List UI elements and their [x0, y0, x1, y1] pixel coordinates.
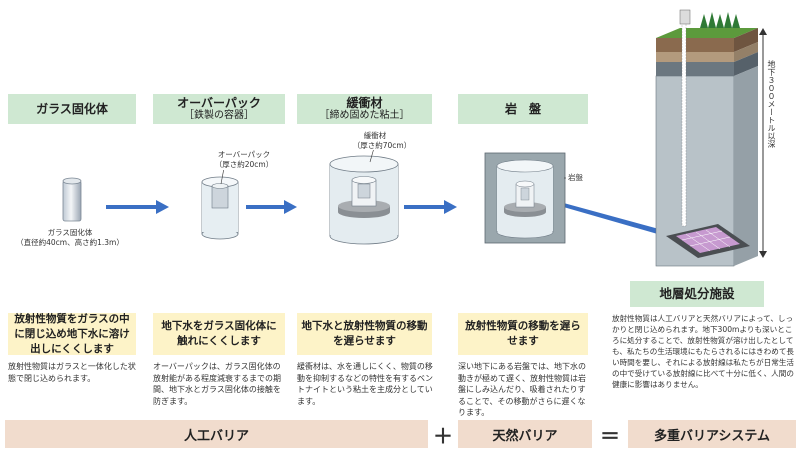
stage-header-rock: 岩 盤 [458, 94, 588, 124]
arrow-right-icon [246, 200, 297, 214]
facility-title: 地層処分施設 [630, 281, 764, 307]
stage-title: 岩 盤 [504, 102, 541, 116]
plus-sign: ＋ [433, 423, 453, 448]
stage-title: ガラス固化体 [36, 102, 108, 116]
glass-canister-icon [62, 177, 82, 222]
buffer-container-icon [329, 150, 399, 245]
equals-sign: ＝ [600, 423, 620, 448]
depth-arrow-icon [759, 28, 767, 258]
overpack-container-icon [201, 170, 239, 240]
rock-block-icon [484, 152, 566, 244]
feature-box-buffer: 地下水と放射性物質の移動を遅らせます [297, 313, 432, 355]
facility-title-text: 地層処分施設 [659, 286, 735, 301]
description-rock: 深い地下にある岩盤では、地下水の動きが極めて遅く、放射性物質は岩盤にしみ込んだり… [458, 362, 586, 417]
buffer-size-label: （厚さ約70cm） [352, 141, 412, 150]
description-overpack: オーバーパックは、ガラス固化体の放射能がある程度減衰するまでの期間、地下水とガラ… [153, 362, 281, 406]
facility-description: 放射性物質は人工バリアと天然バリアによって、しっかりと閉じ込められます。地下30… [612, 314, 795, 389]
arrow-right-icon [106, 200, 169, 214]
stage-subtitle: ［鉄製の容器］ [184, 110, 254, 121]
stage-header-glass: ガラス固化体 [8, 94, 136, 124]
buffer-label: 緩衝材 [363, 131, 387, 140]
overpack-size-label: （厚さ約20cm） [214, 160, 274, 169]
overpack-label: オーバーパック [217, 150, 271, 159]
feature-box-rock: 放射性物質の移動を遅らせます [458, 313, 588, 355]
multi-barrier-system-label: 多重バリアシステム [628, 420, 796, 448]
stage-title: 緩衝材 [346, 96, 383, 110]
depth-label: 地下３００メートル以深 [767, 60, 776, 148]
description-glass: 放射性物質はガラスと一体化した状態で閉じ込められます。 [8, 362, 136, 383]
glass-size-label: （直径約40cm、高さ約1.3m） [16, 238, 124, 247]
stage-header-overpack: オーバーパック ［鉄製の容器］ [153, 94, 285, 124]
feature-box-overpack: 地下水をガラス固化体に触れにくくします [153, 313, 285, 355]
arrow-to-repository-icon [560, 202, 687, 242]
stage-header-buffer: 緩衝材 ［締め固めた粘土］ [297, 94, 432, 124]
stage-title: オーバーパック [177, 96, 261, 110]
natural-barrier-label: 天然バリア [458, 420, 592, 448]
description-buffer: 緩衝材は、水を通しにくく、物質の移動を抑制するなどの特性を有するベントナイトとい… [297, 362, 433, 406]
repository-cross-section-icon [655, 9, 758, 267]
arrow-right-icon [404, 200, 457, 214]
glass-label: ガラス固化体 [47, 228, 93, 237]
rock-label: 岩盤 [568, 173, 583, 182]
artificial-barrier-label: 人工バリア [5, 420, 428, 448]
feature-box-glass: 放射性物質をガラスの中に閉じ込め地下水に溶け出しにくくします [8, 313, 136, 355]
stage-subtitle: ［締め固めた粘土］ [319, 110, 410, 121]
